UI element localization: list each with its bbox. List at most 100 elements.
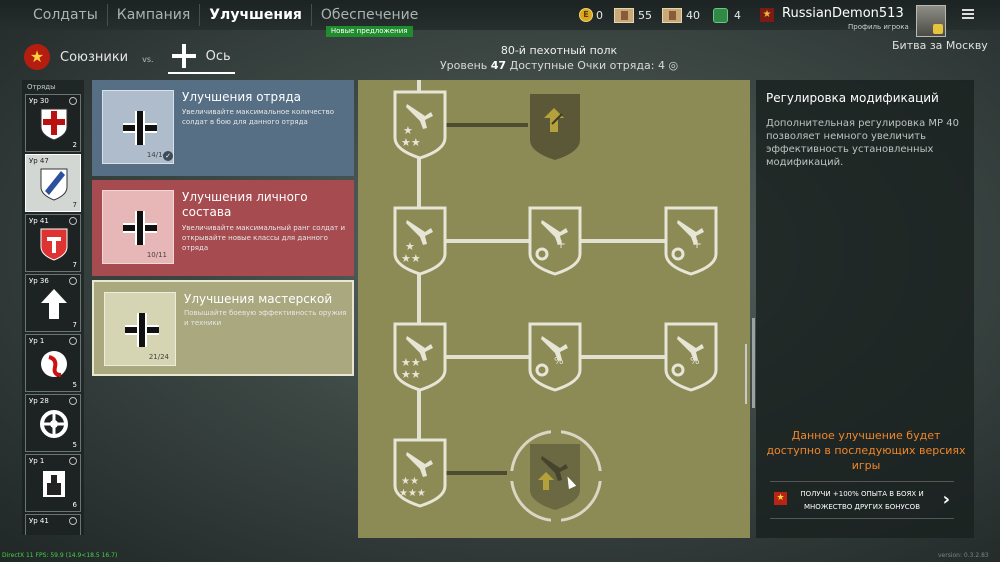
gear-percent-icon: % — [528, 322, 582, 392]
category-title: Улучшения личного состава — [182, 190, 308, 219]
axis-tab[interactable]: Ось — [167, 44, 235, 74]
upgrade-title: Регулировка модификаций — [766, 91, 939, 105]
squad-shield-icon — [40, 228, 68, 261]
upgrade-node-selected[interactable] — [526, 442, 584, 512]
allies-tab[interactable]: Союзники — [60, 49, 129, 65]
upgrade-node-mod-plus[interactable]: + — [526, 206, 584, 276]
soldier-card-icon — [614, 7, 634, 23]
username[interactable]: RussianDemon513 — [782, 6, 904, 21]
tab-supply[interactable]: Обеспечение Новые предложения — [312, 4, 427, 37]
upgrade-node-locked-arrow[interactable] — [526, 92, 584, 162]
battle-name[interactable]: Битва за Москву — [892, 39, 988, 52]
cards-a-counter[interactable]: 55 — [614, 6, 652, 24]
tab-soldiers[interactable]: Солдаты — [24, 4, 108, 26]
cards-b-counter[interactable]: 40 — [662, 6, 700, 24]
regiment-level: 47 — [490, 59, 507, 72]
upgrade-node-mod-percent[interactable]: % — [526, 322, 584, 392]
coin-icon — [69, 457, 77, 465]
squads-label: Отряды — [27, 83, 56, 91]
regiment-name: 80-й пехотный полк — [500, 44, 618, 57]
mp40-stars-icon: ★★★★★ — [393, 438, 447, 508]
upgrade-node-weapon-stars[interactable]: ★★★ — [391, 90, 449, 160]
upgrade-node-mod-percent[interactable]: % — [662, 322, 720, 392]
coin-icon — [69, 97, 77, 105]
squad-card[interactable]: Ур 28 5 — [25, 394, 81, 452]
gear-plus-icon: + — [528, 206, 582, 276]
category-emblem: 21/24 — [104, 292, 176, 366]
squads-list[interactable]: Отряды Ур 30 2 Ур 47 7 Ур 41 7 Ур 36 7 У… — [22, 80, 84, 535]
squad-card[interactable]: Ур 47 7 — [25, 154, 81, 212]
svg-text:★★: ★★ — [401, 252, 421, 265]
squad-card[interactable]: Ур 41 5 — [25, 514, 81, 535]
upgrade-node-weapon-stars[interactable]: ★★★ — [391, 206, 449, 276]
scrollbar-thumb[interactable] — [745, 344, 747, 404]
mp40-stars-icon: ★★★★ — [393, 322, 447, 392]
category-title: Улучшения отряда — [182, 90, 302, 104]
squad-shield-icon — [40, 108, 68, 141]
squad-card[interactable]: Ур 1 6 — [25, 454, 81, 512]
svg-text:★: ★ — [405, 240, 415, 253]
scrollbar[interactable] — [752, 318, 755, 408]
svg-text:%: % — [554, 356, 564, 367]
category-squad-upgrades[interactable]: 14/14 ✓ Улучшения отряда Увеличивайте ма… — [92, 80, 354, 176]
iron-cross-icon — [123, 111, 157, 145]
promo-text: ПОЛУЧИ +100% ОПЫТА В БОЯХ И МНОЖЕСТВО ДР… — [800, 490, 924, 511]
gold-coin-icon: E — [579, 8, 593, 22]
allies-star-icon: ★ — [24, 44, 50, 70]
svg-text:★★: ★★ — [401, 368, 421, 381]
upgrade-node-mod-plus[interactable]: + — [662, 206, 720, 276]
order-icon — [713, 7, 728, 23]
svg-text:★★: ★★ — [401, 136, 421, 149]
cards-a-amount: 55 — [638, 8, 652, 22]
squad-card[interactable]: Ур 30 2 — [25, 94, 81, 152]
green-counter[interactable]: 4 — [713, 6, 741, 24]
squad-shield-icon — [40, 168, 68, 201]
coin-icon — [69, 517, 77, 525]
menu-icon[interactable] — [962, 9, 974, 19]
category-desc: Повышайте боевую эффективность оружия и … — [184, 309, 347, 327]
upgrade-description: Дополнительная регулировка MP 40 позволя… — [766, 118, 959, 168]
category-title: Улучшения мастерской — [184, 292, 333, 306]
avatar[interactable] — [916, 5, 946, 37]
category-workshop-upgrades[interactable]: 21/24 Улучшения мастерской Повышайте бое… — [92, 280, 354, 376]
profile-label[interactable]: Профиль игрока — [848, 23, 909, 31]
squad-card[interactable]: Ур 36 7 — [25, 274, 81, 332]
coin-icon — [69, 217, 77, 225]
upgrade-node-weapon-stars[interactable]: ★★★★★ — [391, 438, 449, 508]
category-desc: Увеличивайте максимальное количество сол… — [182, 108, 335, 126]
category-progress: 10/11 — [146, 251, 167, 259]
squad-points: 4 — [657, 59, 665, 72]
upgrade-node-weapon-stars[interactable]: ★★★★ — [391, 322, 449, 392]
axis-cross-icon — [171, 44, 196, 68]
coin-icon — [69, 397, 77, 405]
category-personnel-upgrades[interactable]: 10/11 Улучшения личного состава Увеличив… — [92, 180, 354, 276]
axis-label: Ось — [205, 48, 231, 64]
gold-counter[interactable]: E 0 — [579, 6, 603, 24]
svg-text:+: + — [692, 237, 702, 251]
tree-link — [446, 123, 528, 127]
tab-supply-label: Обеспечение — [320, 7, 419, 23]
tab-campaign[interactable]: Кампания — [108, 4, 201, 26]
fps-counter: DirectX 11 FPS: 59.9 (14.9<18.5 16.7) — [2, 552, 118, 559]
version-label: version: 0.3.2.83 — [938, 552, 989, 559]
top-bar — [0, 0, 1000, 30]
squad-card[interactable]: Ур 1 5 — [25, 334, 81, 392]
premium-promo-button[interactable]: ★ ПОЛУЧИ +100% ОПЫТА В БОЯХ И МНОЖЕСТВО … — [770, 481, 954, 519]
squad-soldier-icon — [43, 471, 65, 497]
squad-card[interactable]: Ур 41 7 — [25, 214, 81, 272]
green-amount: 4 — [734, 8, 741, 22]
gear-plus-icon: + — [664, 206, 718, 276]
category-emblem: 14/14 — [102, 90, 174, 164]
check-icon: ✓ — [163, 151, 173, 161]
upgrade-tree: ★★★ ★★★ + + ★★★★ % % ★★★★★ — [358, 80, 750, 538]
new-offers-badge: Новые предложения — [325, 26, 413, 37]
regiment-stats: Уровень 47 Доступные Очки отряда: 4 ◎ — [439, 59, 679, 72]
faction-switcher: ★ Союзники vs. Ось — [24, 40, 235, 74]
regiment-header: 80-й пехотный полк Уровень 47 Доступные … — [400, 44, 718, 72]
tree-trunk — [417, 80, 421, 480]
upgrade-arrow-icon — [530, 444, 580, 510]
tab-upgrades[interactable]: Улучшения — [200, 4, 312, 26]
availability-notice: Данное улучшение будет доступно в послед… — [766, 429, 966, 472]
tree-link — [446, 471, 528, 475]
squad-emblem-icon — [41, 351, 67, 377]
